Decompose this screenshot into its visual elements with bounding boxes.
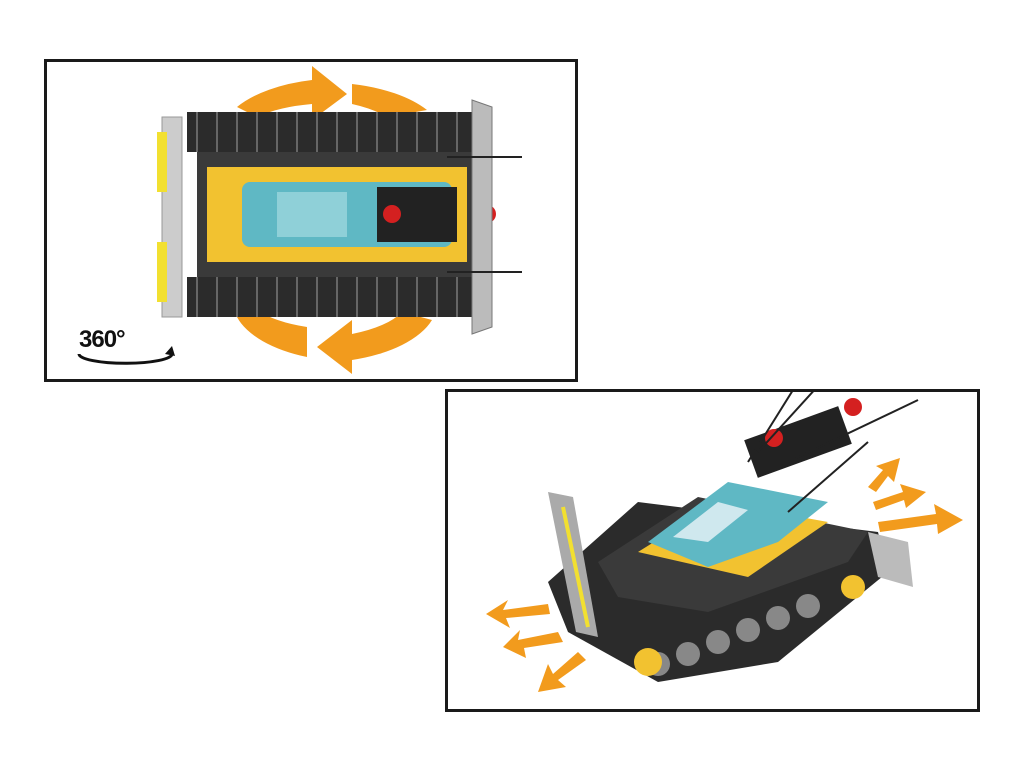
- red-light: [383, 205, 401, 223]
- rotate-360-icon: [77, 353, 174, 365]
- track-bottom: [187, 277, 472, 317]
- angled-view-panel: [445, 389, 980, 712]
- motion-arrows-left: [486, 600, 586, 692]
- rotation-arrow-bottom-right: [317, 312, 432, 374]
- motion-arrows-right: [868, 458, 963, 534]
- rotation-360-label: 360°: [79, 326, 126, 353]
- rotation-arrow-top-right: [352, 84, 427, 117]
- rotation-arrow-top-left: [237, 66, 347, 120]
- top-view-panel: 360°: [44, 59, 578, 382]
- red-light: [765, 429, 783, 447]
- angled-view-vehicle-image: [486, 392, 963, 692]
- rotation-arrow-bottom-left: [237, 310, 307, 357]
- cockpit: [648, 482, 828, 567]
- front-blade: [471, 99, 493, 335]
- track-top: [187, 112, 472, 152]
- top-view-vehicle-image: [77, 66, 522, 374]
- antennas: [747, 392, 919, 513]
- front-blade: [868, 532, 913, 587]
